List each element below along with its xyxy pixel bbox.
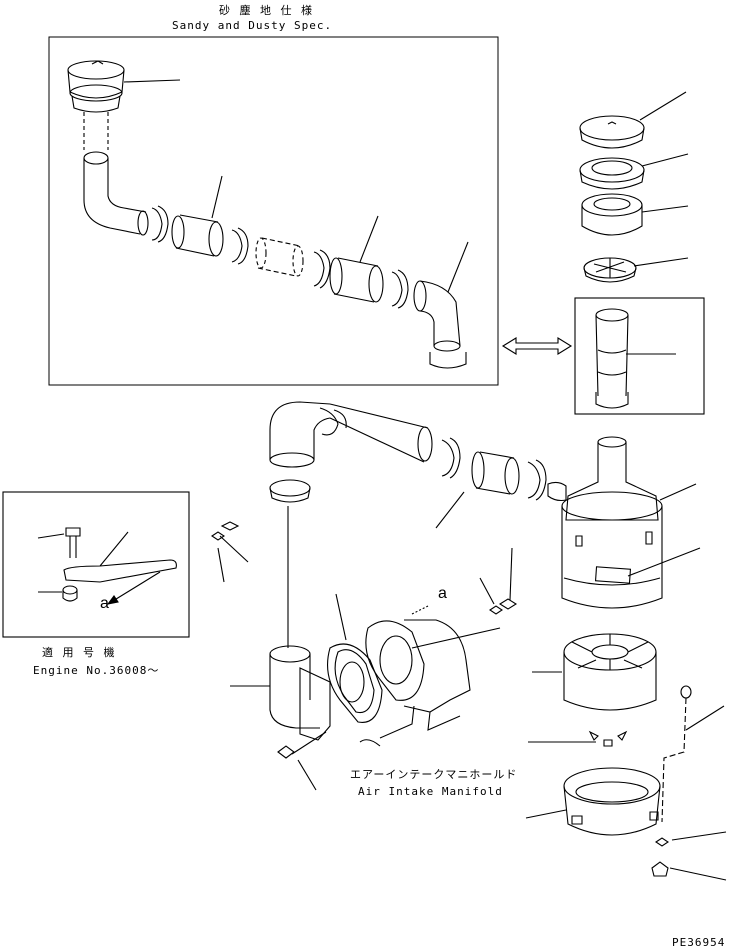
hose-clamp bbox=[151, 205, 169, 243]
clamp-rod bbox=[651, 685, 727, 881]
filter-element bbox=[532, 633, 657, 711]
air-intake-manifold bbox=[359, 605, 471, 747]
precleaner-exploded bbox=[579, 91, 689, 283]
engine-serial: Engine No.36008～ bbox=[33, 664, 160, 677]
drawing-number: PE36954 bbox=[672, 936, 726, 949]
manifold-label-jp: エアーインテークマニホールド bbox=[350, 768, 518, 781]
sandy-spec-title-jp: 砂 塵 地 仕 様 bbox=[219, 4, 315, 17]
dust-cup bbox=[525, 767, 661, 836]
inset-view-mark: a bbox=[100, 595, 109, 612]
sandy-dusty-spec-box bbox=[48, 36, 499, 386]
air-cleaner-body bbox=[547, 436, 701, 609]
hose bbox=[171, 175, 224, 257]
extension-pipe-box bbox=[574, 297, 705, 415]
wing-nut bbox=[528, 730, 628, 747]
double-arrow bbox=[501, 337, 573, 355]
bracket-inset-box bbox=[2, 491, 190, 638]
elbow-pipe bbox=[83, 151, 149, 236]
precleaner-cap bbox=[67, 60, 181, 113]
sandy-spec-title-en: Sandy and Dusty Spec. bbox=[172, 19, 333, 32]
main-view-mark: a bbox=[438, 585, 447, 602]
hose bbox=[329, 215, 384, 303]
intake-pipe-main bbox=[230, 401, 547, 791]
gasket bbox=[327, 593, 383, 723]
outlet-elbow bbox=[413, 241, 469, 369]
engine-note-jp: 適 用 号 機 bbox=[42, 646, 118, 659]
manifold-label-en: Air Intake Manifold bbox=[358, 785, 503, 798]
